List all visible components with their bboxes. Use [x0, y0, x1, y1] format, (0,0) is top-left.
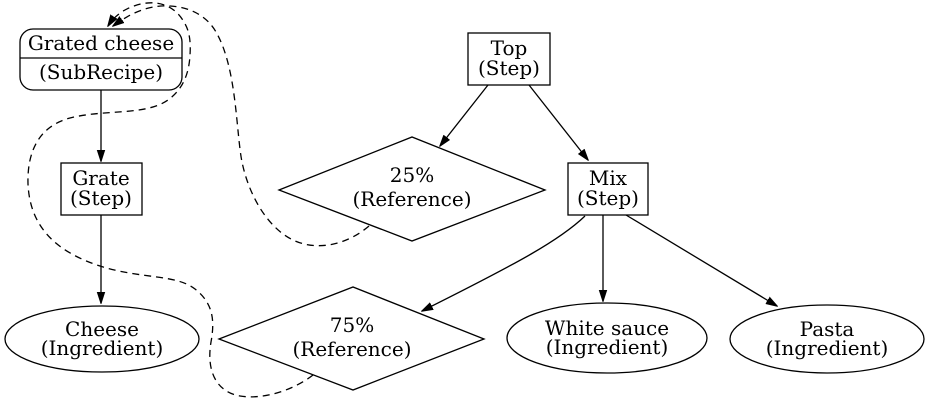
edge-mix-to-pasta: [625, 214, 777, 306]
node-mix: Mix (Step): [567, 162, 649, 216]
node-grate-title: Grate: [72, 166, 129, 190]
edge-top-to-mix: [528, 84, 588, 160]
node-ref25-title: 25%: [390, 163, 434, 187]
node-ref75: 75% (Reference): [217, 286, 486, 391]
node-ref75-title: 75%: [330, 313, 374, 337]
node-ref75-type: (Reference): [292, 337, 411, 361]
node-ref25: 25% (Reference): [277, 136, 547, 242]
node-cheese-type: (Ingredient): [41, 336, 164, 360]
node-mix-shape: [567, 162, 649, 216]
node-pasta: Pasta (Ingredient): [729, 304, 925, 374]
edge-top-to-ref25: [440, 84, 489, 146]
node-top: Top (Step): [467, 32, 551, 86]
node-top-shape: [467, 32, 551, 86]
node-white-sauce: White sauce (Ingredient): [506, 302, 708, 374]
edges: [27, 2, 777, 398]
node-pasta-title: Pasta: [800, 317, 855, 341]
node-top-type: (Step): [478, 56, 540, 80]
node-white-sauce-title: White sauce: [545, 316, 669, 340]
node-mix-type: (Step): [577, 186, 639, 210]
node-grated-cheese: Grated cheese (SubRecipe): [19, 28, 183, 91]
node-pasta-type: (Ingredient): [766, 336, 889, 360]
node-grate-shape: [60, 162, 143, 216]
node-top-title: Top: [491, 36, 528, 60]
node-cheese-title: Cheese: [65, 317, 139, 341]
node-ref25-shape: [277, 136, 547, 242]
node-ref25-type: (Reference): [352, 187, 471, 211]
node-grated-cheese-type: (SubRecipe): [39, 60, 163, 84]
node-cheese: Cheese (Ingredient): [4, 305, 200, 373]
edge-ref25-to-grated-cheese-dashed: [113, 5, 370, 247]
node-pasta-shape: [729, 304, 925, 374]
node-grated-cheese-shape: [19, 28, 183, 91]
node-grated-cheese-title: Grated cheese: [28, 31, 174, 55]
node-white-sauce-shape: [506, 302, 708, 374]
edge-mix-to-ref75: [422, 215, 586, 311]
node-grate-type: (Step): [70, 186, 132, 210]
node-mix-title: Mix: [589, 166, 628, 190]
node-ref75-shape: [217, 286, 486, 391]
node-white-sauce-type: (Ingredient): [546, 335, 669, 359]
node-grate: Grate (Step): [60, 162, 143, 216]
node-cheese-shape: [4, 305, 200, 373]
